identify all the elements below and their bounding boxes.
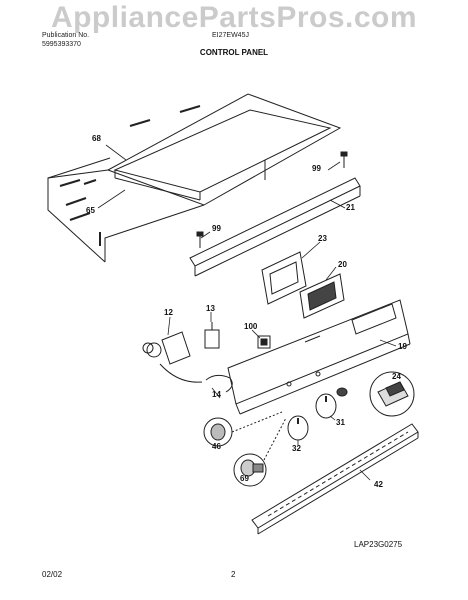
part-23-switch-bracket xyxy=(261,251,307,305)
callout-19: 19 xyxy=(398,342,407,351)
part-65-panel xyxy=(113,109,332,201)
callout-99-lower: 99 xyxy=(212,224,221,233)
callout-21: 21 xyxy=(346,203,355,212)
part-32-knob xyxy=(287,415,309,441)
callout-12: 12 xyxy=(164,308,173,317)
part-19-control-panel xyxy=(227,299,411,415)
callout-13: 13 xyxy=(206,304,215,313)
part-69-screw-inset xyxy=(233,417,287,487)
part-99-screw-a xyxy=(340,151,348,168)
callout-100: 100 xyxy=(244,322,258,331)
part-42-trim-strip xyxy=(251,423,419,535)
callout-69: 69 xyxy=(240,474,249,483)
part-31-knob xyxy=(315,387,348,419)
publication-label: Publication No. xyxy=(42,32,90,39)
callout-68: 68 xyxy=(92,134,101,143)
part-100-clip xyxy=(257,335,271,349)
model-number: EI27EW45J xyxy=(212,32,249,39)
callout-23: 23 xyxy=(318,234,327,243)
callout-99-top: 99 xyxy=(312,164,321,173)
callout-42: 42 xyxy=(374,480,383,489)
watermark: AppliancePartsPros.com xyxy=(50,1,418,34)
callout-31: 31 xyxy=(336,418,345,427)
callout-46: 46 xyxy=(212,442,221,451)
leader-lines xyxy=(97,144,397,481)
part-12-thermostat xyxy=(142,331,203,383)
footer-page-number: 2 xyxy=(231,570,236,579)
callout-20: 20 xyxy=(338,260,347,269)
callout-32: 32 xyxy=(292,444,301,453)
callout-65: 65 xyxy=(86,206,95,215)
footer-date: 02/02 xyxy=(42,570,63,579)
callout-14: 14 xyxy=(212,390,221,399)
part-20-switch xyxy=(299,273,345,319)
part-14-clip xyxy=(205,374,233,393)
part-24-rocker-switch xyxy=(369,371,415,417)
part-21-bracket xyxy=(189,177,361,277)
part-46-knob-inset xyxy=(203,411,283,447)
page-title: CONTROL PANEL xyxy=(199,48,269,57)
drawing-id: LAP23G0275 xyxy=(354,540,403,549)
callout-24: 24 xyxy=(392,372,401,381)
part-99-screw-b xyxy=(196,231,204,248)
publication-number: 5995393370 xyxy=(42,41,81,48)
part-13-switch xyxy=(204,322,220,349)
